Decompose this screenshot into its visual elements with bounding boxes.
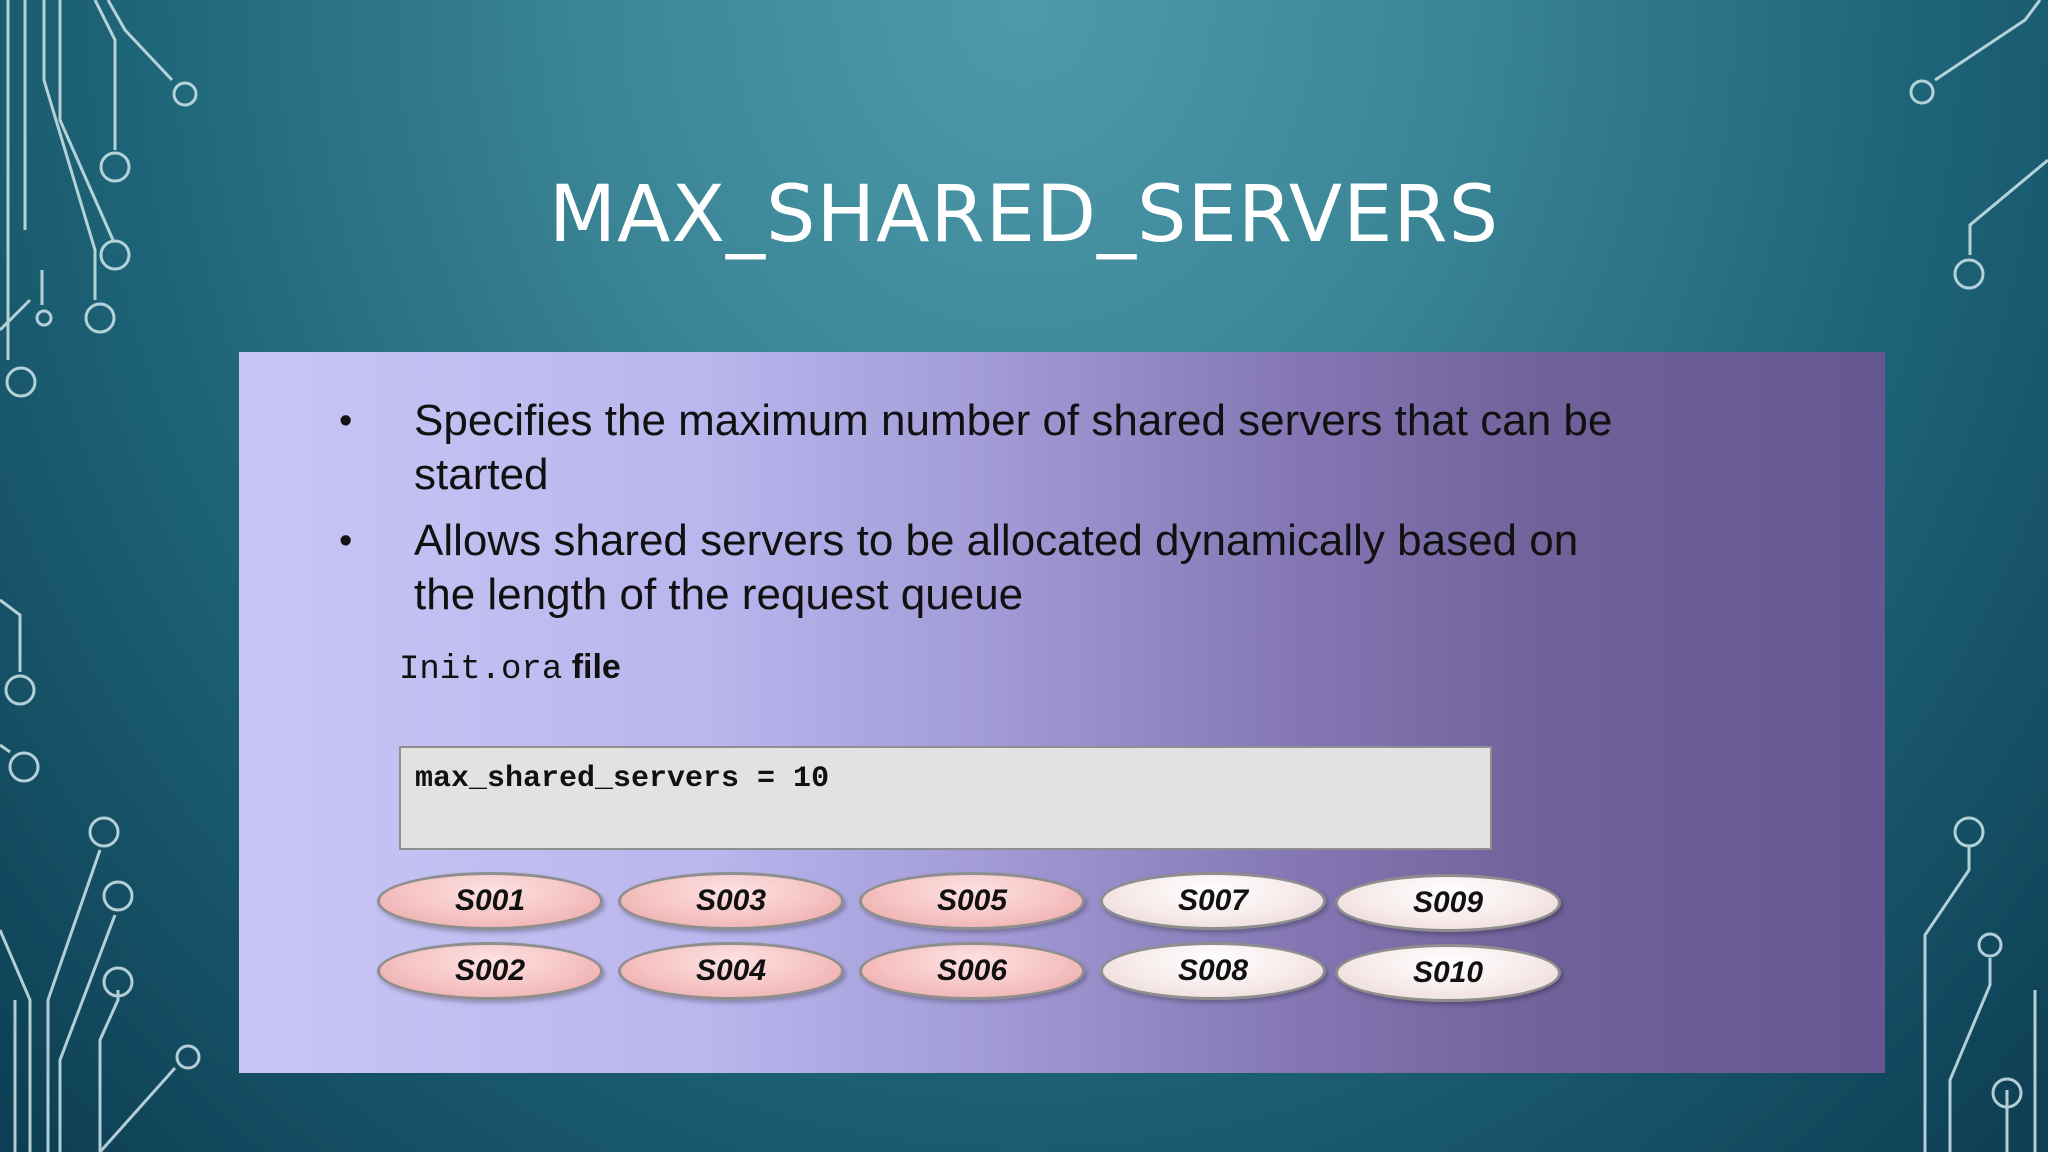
- server-s001: S001: [377, 872, 603, 930]
- file-label: Init.ora file: [399, 648, 621, 689]
- content-panel: • Specifies the maximum number of shared…: [239, 352, 1885, 1073]
- bullet-item: • Allows shared servers to be allocated …: [339, 514, 1639, 622]
- server-s008: S008: [1100, 942, 1326, 1000]
- bullet-text: Specifies the maximum number of shared s…: [414, 396, 1613, 499]
- server-s002: S002: [377, 942, 603, 1000]
- server-s004: S004: [618, 942, 844, 1000]
- file-name: Init.ora: [399, 651, 563, 689]
- bullet-text: Allows shared servers to be allocated dy…: [414, 516, 1579, 619]
- code-line: max_shared_servers = 10: [415, 762, 830, 796]
- server-s005: S005: [859, 872, 1085, 930]
- bullet-marker: •: [339, 520, 353, 562]
- server-s009: S009: [1335, 874, 1561, 932]
- server-s006: S006: [859, 942, 1085, 1000]
- slide-title: MAX_SHARED_SERVERS: [548, 170, 1500, 260]
- server-s007: S007: [1100, 872, 1326, 930]
- server-s010: S010: [1335, 944, 1561, 1002]
- file-word: file: [571, 648, 621, 686]
- bullet-item: • Specifies the maximum number of shared…: [339, 394, 1639, 502]
- code-box: max_shared_servers = 10: [399, 746, 1492, 850]
- bullet-marker: •: [339, 400, 353, 442]
- bullet-list: • Specifies the maximum number of shared…: [339, 394, 1639, 634]
- server-s003: S003: [618, 872, 844, 930]
